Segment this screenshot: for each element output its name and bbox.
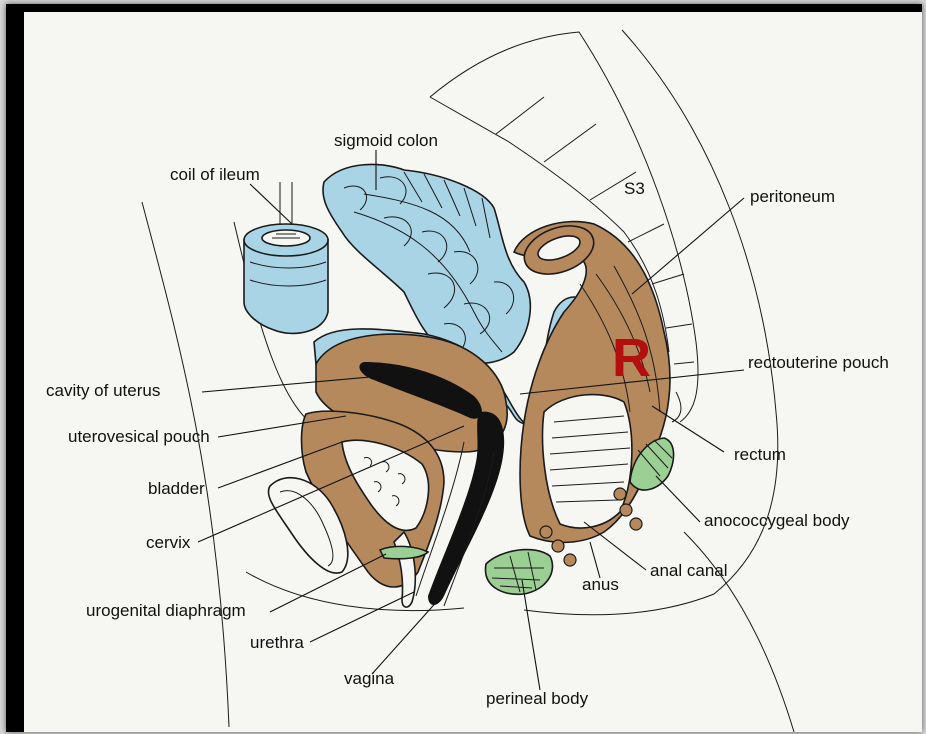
label-urogenital-diaphragm: urogenital diaphragm <box>86 601 246 620</box>
label-anal-canal: anal canal <box>650 561 728 580</box>
marker-r: R <box>612 328 651 388</box>
label-coil-of-ileum: coil of ileum <box>170 165 260 184</box>
label-anococcygeal-body: anococcygeal body <box>704 511 850 530</box>
diagram-page: S3 R <box>24 12 922 732</box>
pelvis-sagittal-diagram: S3 R <box>24 12 922 732</box>
label-rectum: rectum <box>734 445 786 464</box>
label-sigmoid-colon: sigmoid colon <box>334 131 438 150</box>
label-anus: anus <box>582 575 619 594</box>
label-bladder: bladder <box>148 479 205 498</box>
label-peritoneum: peritoneum <box>750 187 835 206</box>
coccyx <box>672 392 681 422</box>
label-vagina: vagina <box>344 669 395 688</box>
s3-label: S3 <box>624 179 645 198</box>
label-rectouterine-pouch: rectouterine pouch <box>748 353 889 372</box>
label-cervix: cervix <box>146 533 191 552</box>
label-uterovesical-pouch: uterovesical pouch <box>68 427 210 446</box>
coil-of-ileum <box>244 182 328 333</box>
label-perineal-body: perineal body <box>486 689 589 708</box>
anterior-abdominal-wall <box>142 202 229 727</box>
label-cavity-of-uterus: cavity of uterus <box>46 381 160 400</box>
image-frame: S3 R <box>6 4 922 732</box>
label-urethra: urethra <box>250 633 304 652</box>
